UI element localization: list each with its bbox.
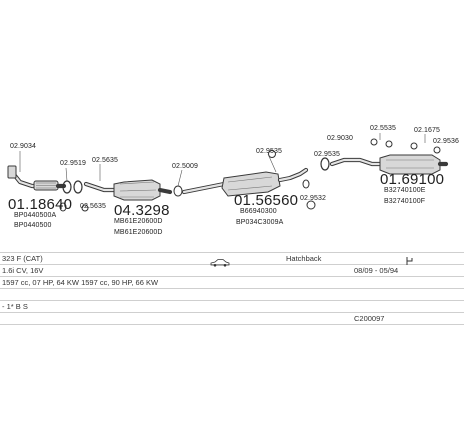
- part-label-p1-code: 02.9034: [10, 143, 37, 150]
- hanger-part: [268, 138, 441, 210]
- leader-lines: [19, 133, 426, 187]
- vehicle-spec: 1597 cc, 07 HP, 64 KW 1597 cc, 90 HP, 66…: [2, 278, 159, 287]
- part-label-p1-ref: BP0440500A: [14, 212, 57, 219]
- part-label-p6-code: 02.5009: [172, 163, 199, 170]
- front-silencer-part: [221, 167, 310, 197]
- vehicle-engine: 1.6i CV, 16V: [2, 266, 44, 275]
- car-icon: [210, 254, 230, 272]
- gasket-part: [59, 202, 89, 212]
- part-label-p13-code: 02.9536: [433, 138, 460, 145]
- part-label-p8-code: 01.56560: [234, 192, 299, 209]
- vehicle-code: C200097: [354, 314, 385, 323]
- part-label-p15-code: 01.69100: [380, 171, 445, 188]
- part-label-p3-code: 02.5635: [92, 157, 119, 164]
- part-label-p8-ref: B66940300: [240, 208, 277, 215]
- vehicle-body: Hatchback: [286, 254, 322, 263]
- part-label-p8-ref2: BP034C3009A: [236, 219, 284, 226]
- vehicle-dates: 08/09 - 05/94: [354, 266, 399, 275]
- part-label-p1-ref2: BP0440500: [14, 222, 52, 229]
- part-label-p2-code: 02.9519: [60, 160, 87, 167]
- vehicle-extra: - 1* B S: [2, 302, 28, 311]
- catalytic-converter-part: [83, 179, 173, 201]
- rear-silencer-part: [320, 154, 449, 175]
- pipe-icon: [404, 253, 414, 271]
- vehicle-model: 323 F (CAT): [2, 254, 43, 263]
- part-label-p15-ref2: B32740100F: [384, 198, 426, 205]
- part-label-p11-code: 02.5535: [370, 125, 397, 132]
- part-label-p9-code: 02.9532: [300, 195, 327, 202]
- part-label-p15-ref: B32740100E: [384, 187, 426, 194]
- part-label-p12-code: 02.1675: [414, 127, 441, 134]
- part-label-p1-number: 01.18640: [8, 196, 73, 213]
- info-rules: [0, 252, 464, 325]
- part-label-p5-ref: MB61E20600D: [114, 218, 163, 225]
- clamp-part: [62, 180, 83, 194]
- middle-pipe-part: [173, 181, 227, 197]
- part-label-p14-code: 02.9535: [314, 151, 341, 158]
- part-label-p10-code: 02.9030: [327, 135, 354, 142]
- part-label-p5-ref2: MB61E20600D: [114, 229, 163, 236]
- part-label-p5-code: 04.3298: [114, 202, 170, 219]
- front-pipe-part: [7, 165, 67, 191]
- part-label-p7-code: 02.9535: [256, 148, 283, 155]
- part-label-p4-code: 02.5635: [80, 203, 107, 210]
